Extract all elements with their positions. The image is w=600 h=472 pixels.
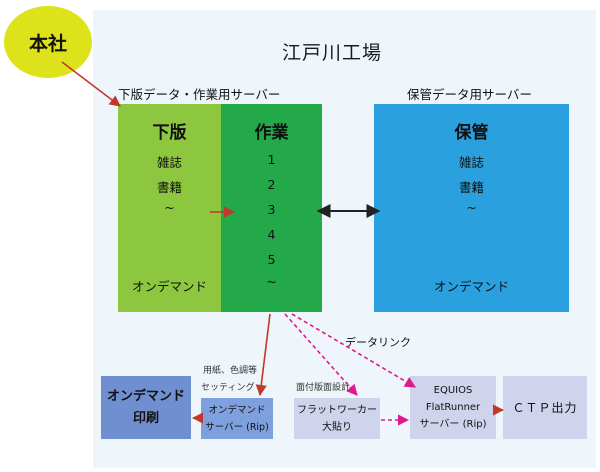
box-line: サーバー (Rip) bbox=[419, 419, 487, 430]
hokan-item: オンデマンド bbox=[433, 279, 509, 294]
box-line: 大貼り bbox=[322, 421, 352, 433]
box-line: オンデマンド bbox=[106, 388, 185, 404]
box-line: FlatRunner bbox=[425, 402, 481, 413]
paper-setting-label-2: セッティング bbox=[201, 383, 255, 393]
flatworker-box: フラットワーカー 大貼り bbox=[294, 398, 380, 439]
shita-column: 下版 雑誌 書籍 ~ オンデマンド bbox=[118, 104, 221, 312]
shita-item: 書籍 bbox=[156, 180, 182, 195]
shita-item: オンデマンド bbox=[131, 279, 207, 294]
box-line: 印刷 bbox=[132, 410, 159, 426]
ctp-output-box: ＣＴＰ出力 bbox=[503, 376, 587, 439]
sagyo-item: 4 bbox=[267, 227, 276, 242]
dashed-link-to-flatworker bbox=[284, 313, 358, 396]
hokan-column: 保管 雑誌 書籍 ~ オンデマンド bbox=[374, 104, 569, 312]
imposition-label: 面付版面設計 bbox=[296, 383, 351, 393]
equios-box: EQUIOS FlatRunner サーバー (Rip) bbox=[410, 376, 496, 439]
head-office-node: 本社 bbox=[4, 6, 92, 78]
sagyo-column: 作業 1 2 3 4 5 ~ bbox=[221, 104, 322, 312]
shita-head: 下版 bbox=[152, 123, 187, 143]
box-line: ＣＴＰ出力 bbox=[512, 401, 578, 415]
shita-server-caption: 下版データ・作業用サーバー bbox=[118, 87, 281, 102]
box-line: EQUIOS bbox=[433, 385, 473, 396]
sagyo-head: 作業 bbox=[254, 123, 289, 143]
hokan-head: 保管 bbox=[454, 123, 489, 143]
hokan-server-caption: 保管データ用サーバー bbox=[407, 87, 532, 102]
hokan-item: ~ bbox=[466, 200, 477, 215]
box-line: オンデマンド bbox=[208, 404, 266, 416]
sagyo-item: 1 bbox=[267, 152, 276, 167]
shita-item: 雑誌 bbox=[156, 155, 182, 170]
factory-title: 江戸川工場 bbox=[282, 42, 383, 64]
paper-setting-label-1: 用紙、色調等 bbox=[203, 366, 258, 376]
dashed-link-to-equios bbox=[291, 313, 416, 388]
hokan-item: 雑誌 bbox=[458, 155, 484, 170]
box-line: フラットワーカー bbox=[297, 404, 377, 416]
arrow-sagyo-to-rip bbox=[255, 313, 271, 397]
data-link-label: データリンク bbox=[345, 336, 411, 349]
box-line: サーバー (Rip) bbox=[205, 421, 269, 433]
sagyo-item: 5 bbox=[267, 252, 276, 267]
ondemand-print-box: オンデマンド 印刷 bbox=[101, 376, 191, 439]
sagyo-item: 3 bbox=[267, 202, 276, 217]
ondemand-rip-box: オンデマンド サーバー (Rip) bbox=[201, 398, 273, 439]
shita-item: ~ bbox=[164, 200, 175, 215]
sagyo-item: ~ bbox=[266, 274, 277, 289]
head-office-label: 本社 bbox=[28, 32, 67, 55]
arrow-honsha-to-shita bbox=[61, 61, 121, 107]
hokan-item: 書籍 bbox=[458, 180, 484, 195]
sagyo-item: 2 bbox=[267, 177, 276, 192]
